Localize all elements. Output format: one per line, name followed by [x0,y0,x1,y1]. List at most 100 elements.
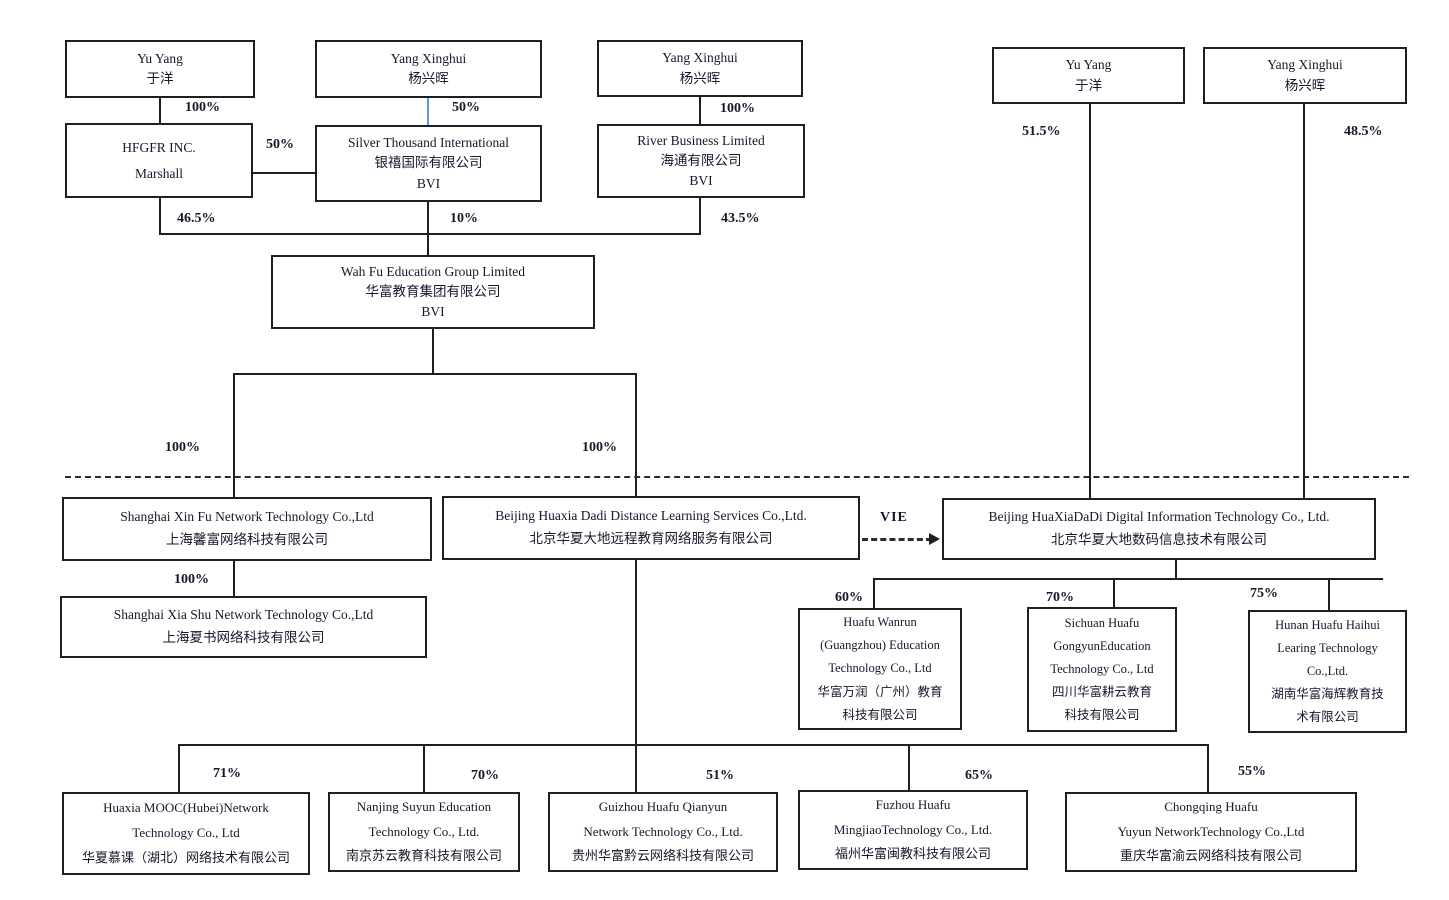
connector-wahfu-down [432,329,434,373]
node-nanjing-suyun: Nanjing Suyun Education Technology Co., … [328,792,520,872]
node-label-zh: 杨兴晖 [679,70,721,86]
connector-yangxinghui1-silver [427,98,429,125]
node-label: (Guangzhou) Education [820,638,940,653]
node-label: Yang Xinghui [390,50,467,66]
connector-wahfu-branch [233,373,637,375]
node-label: GongyunEducation [1053,638,1151,653]
ownership-label: 70% [471,768,499,783]
node-label: Fuzhou Huafu [875,796,951,812]
ownership-label: 100% [165,440,200,455]
node-yang-xinghui-2: Yang Xinghui 杨兴晖 [597,40,803,97]
connector-collector-top [159,233,701,235]
ownership-label: 100% [582,440,617,455]
node-label: Technology Co., Ltd [132,825,240,841]
node-label-zh: 于洋 [1075,77,1102,93]
node-jurisdiction: BVI [416,175,441,191]
ownership-label: 70% [1046,590,1074,605]
ownership-label: 10% [450,211,478,226]
node-label-zh: 贵州华富黔云网络科技有限公司 [571,848,754,864]
ownership-label: 46.5% [177,211,216,226]
ownership-label: 51% [706,768,734,783]
vie-arrowhead-icon [929,533,940,545]
node-huafu-wanrun: Huafu Wanrun (Guangzhou) Education Techn… [798,608,962,730]
node-fuzhou-huafu: Fuzhou Huafu MingjiaoTechnology Co., Ltd… [798,790,1028,870]
connector-yangxinghui2-river [699,97,701,124]
ownership-label: 100% [174,572,209,587]
connector-xinfu-xiashu [233,561,235,596]
node-label-zh: 重庆华富渝云网络科技有限公司 [1119,848,1302,864]
node-jurisdiction: BVI [689,173,713,189]
node-label: Chongqing Huafu [1164,798,1258,814]
connector-to-hunan [1328,578,1330,610]
node-label: Learing Technology [1277,640,1378,655]
node-label: HFGFR INC. [122,139,196,155]
node-label: Technology Co., Ltd. [368,823,480,839]
node-label: Network Technology Co., Ltd. [583,823,743,839]
node-label: Wah Fu Education Group Limited [340,263,526,279]
ownership-label: 100% [185,100,220,115]
node-shanghai-xiashu: Shanghai Xia Shu Network Technology Co.,… [60,596,427,658]
node-silver-thousand: Silver Thousand International 银禧国际有限公司 B… [315,125,542,202]
node-label-zh: 南京苏云教育科技有限公司 [345,848,502,864]
node-jurisdiction: BVI [421,304,445,320]
node-label: Beijing Huaxia Dadi Distance Learning Se… [495,508,807,524]
connector-to-fuzhou [908,744,910,790]
connector-hfgfr-down [159,198,161,235]
connector-digital-branch [873,578,1383,580]
node-label: Shanghai Xia Shu Network Technology Co.,… [113,607,374,623]
connector-river-down [699,198,701,235]
ownership-label: 50% [452,100,480,115]
node-label-zh: 四川华富耕云教育 [1051,685,1152,700]
node-label-zh: 科技有限公司 [842,707,918,722]
node-yang-xinghui-1: Yang Xinghui 杨兴晖 [315,40,542,98]
node-label-zh: 银禧国际有限公司 [374,155,483,171]
connector-to-wanrun [873,578,875,608]
node-label-zh: 科技有限公司 [1064,708,1140,723]
ownership-label: 43.5% [721,211,760,226]
node-label: Yuyun NetworkTechnology Co.,Ltd [1117,823,1305,839]
connector-bottom-branch [178,744,1209,746]
node-label: Huaxia MOOC(Hubei)Network [103,800,269,816]
connector-hfgfr-silver [253,172,315,174]
ownership-label: 50% [266,137,294,152]
node-label: Co.,Ltd. [1306,663,1349,678]
node-label-zh: 于洋 [146,71,174,86]
node-label: Shanghai Xin Fu Network Technology Co.,L… [120,509,374,525]
node-label: Marshall [135,165,183,181]
connector-to-nanjing [423,744,425,792]
offshore-onshore-separator [65,476,1409,478]
connector-yangxinghui3-digital [1303,104,1305,498]
node-chongqing-huafu: Chongqing Huafu Yuyun NetworkTechnology … [1065,792,1357,872]
node-label: Guizhou Huafu Qianyun [598,798,728,814]
node-label: Technology Co., Ltd [828,661,932,676]
vie-label: VIE [880,510,908,525]
node-shanghai-xinfu: Shanghai Xin Fu Network Technology Co.,L… [62,497,432,561]
node-label: Technology Co., Ltd [1050,661,1154,676]
connector-yuyang1-hfgfr [159,98,161,123]
node-label-zh: 上海馨富网络科技有限公司 [166,532,328,547]
node-yang-xinghui-3: Yang Xinghui 杨兴晖 [1203,47,1407,104]
node-wah-fu-education: Wah Fu Education Group Limited 华富教育集团有限公… [271,255,595,329]
node-label-zh: 华夏慕课（湖北）网络技术有限公司 [81,849,290,865]
ownership-label: 75% [1250,586,1278,601]
node-label: MingjiaoTechnology Co., Ltd. [833,821,993,837]
ownership-label: 65% [965,768,993,783]
node-label-zh: 上海夏书网络科技有限公司 [162,630,325,645]
node-label-zh: 杨兴晖 [408,71,449,86]
node-label-zh: 北京华夏大地远程教育网络服务有限公司 [529,531,773,546]
node-label: Nanjing Suyun Education [356,798,492,814]
node-label: Yu Yang [1065,57,1112,73]
node-hunan-huafu: Hunan Huafu Haihui Learing Technology Co… [1248,610,1407,733]
node-label: Hunan Huafu Haihui [1275,617,1380,632]
node-label-zh: 北京华夏大地数码信息技术有限公司 [1051,532,1267,547]
connector-to-chongqing [1207,744,1209,792]
node-label-zh: 福州华富闽教科技有限公司 [834,846,991,862]
node-label: Yang Xinghui [1267,57,1343,73]
node-label: Beijing HuaXiaDaDi Digital Information T… [988,509,1330,525]
node-guizhou-huafu: Guizhou Huafu Qianyun Network Technology… [548,792,778,872]
node-label-zh: 华富万润（广州）教育 [817,684,943,699]
connector-distance-down [635,560,637,792]
node-label-zh: 杨兴晖 [1284,77,1326,93]
node-yu-yang-2: Yu Yang 于洋 [992,47,1185,104]
